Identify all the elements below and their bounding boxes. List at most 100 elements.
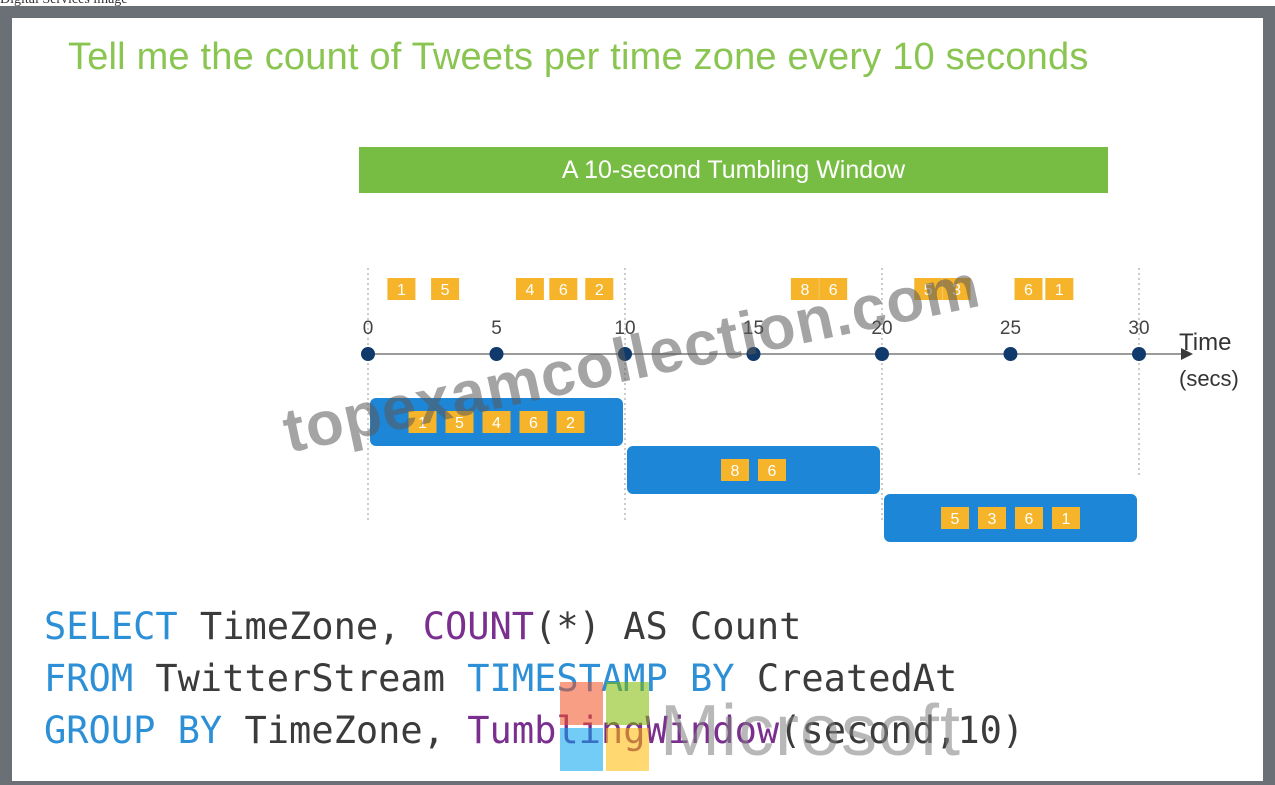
axis-title: Time (1179, 329, 1231, 356)
event-label: 1 (418, 415, 427, 432)
event-item: 8 (790, 278, 819, 300)
slide-headline: Tell me the count of Tweets per time zon… (68, 36, 1089, 78)
event-box (942, 278, 971, 300)
window-event-item: 1 (408, 411, 437, 433)
event-label: 5 (455, 415, 464, 432)
axis-tick-dot (746, 347, 761, 361)
sql-text: (second,10) (779, 709, 1025, 752)
event-item: 2 (585, 278, 614, 300)
event-label: 6 (1024, 282, 1033, 299)
event-label: 5 (441, 282, 450, 299)
event-box (1014, 278, 1043, 300)
event-label: 2 (566, 415, 575, 432)
event-label: 3 (988, 511, 997, 528)
window-event-item: 6 (519, 411, 548, 433)
window-event-item: 6 (758, 459, 786, 481)
event-box (941, 507, 969, 529)
sql-text: (*) AS Count (534, 605, 802, 648)
event-label: 8 (731, 463, 740, 480)
event-item: 1 (1045, 278, 1074, 300)
event-label: 6 (768, 463, 777, 480)
event-box (721, 459, 749, 481)
sql-line-1: SELECT TimeZone, COUNT(*) AS Count (44, 601, 801, 653)
tumbling-window-banner: A 10-second Tumbling Window (359, 147, 1108, 193)
axis-unit: (secs) (1179, 366, 1239, 391)
axis-tick-label: 5 (491, 318, 502, 339)
event-box (1045, 278, 1074, 300)
axis-tick-label: 0 (363, 318, 374, 339)
axis-tick-dot (618, 347, 632, 361)
window-result-bar (627, 446, 880, 494)
axis-tick-dot (1003, 347, 1018, 361)
axis-tick-dot (489, 347, 504, 361)
window-event-item: 4 (482, 411, 511, 433)
event-box (758, 459, 786, 481)
window-event-item: 2 (556, 411, 585, 433)
event-box (515, 278, 544, 300)
window-event-item: 5 (445, 411, 474, 433)
event-label: 2 (595, 282, 604, 299)
event-label: 8 (800, 282, 809, 299)
sql-text: TimeZone, (177, 605, 423, 648)
window-event-item: 1 (1052, 507, 1080, 529)
axis-tick-label: 15 (743, 318, 764, 339)
event-box (482, 411, 511, 433)
event-box (1015, 507, 1043, 529)
event-label: 4 (492, 415, 501, 432)
event-label: 5 (951, 511, 960, 528)
axis-tick-label: 20 (871, 318, 892, 339)
event-item: 5 (431, 278, 460, 300)
event-label: 5 (924, 282, 933, 299)
event-box (914, 278, 943, 300)
slide: Tell me the count of Tweets per time zon… (12, 18, 1263, 781)
top-strip: Digital Services image (0, 0, 1275, 8)
event-box (549, 278, 578, 300)
event-label: 1 (397, 282, 406, 299)
sql-keyword: FROM (44, 657, 134, 700)
sql-function: COUNT (422, 605, 535, 648)
event-box (519, 411, 548, 433)
sql-text: CreatedAt (734, 657, 958, 700)
window-event-item: 5 (941, 507, 969, 529)
sql-keyword: GROUP BY (44, 709, 223, 752)
event-item: 3 (942, 278, 971, 300)
event-label: 4 (525, 282, 534, 299)
event-item: 6 (819, 278, 848, 300)
sql-text: TwitterStream (133, 657, 468, 700)
axis-tick-label: 30 (1128, 318, 1149, 339)
microsoft-logo-text: Microsoft (660, 691, 962, 771)
event-box (408, 411, 437, 433)
event-item: 6 (1014, 278, 1043, 300)
event-label: 1 (1055, 282, 1064, 299)
event-label: 6 (1025, 511, 1034, 528)
event-box (445, 411, 474, 433)
axis-tick-dot (875, 347, 889, 361)
clipped-header-text: Digital Services image (0, 0, 128, 8)
event-label: 1 (1062, 511, 1071, 528)
event-item: 5 (914, 278, 943, 300)
window-result-bar (884, 494, 1137, 542)
event-box (387, 278, 416, 300)
event-item: 6 (549, 278, 578, 300)
sql-text: TimeZone, (222, 709, 468, 752)
event-box (585, 278, 614, 300)
event-item: 1 (387, 278, 416, 300)
event-box (819, 278, 848, 300)
window-event-item: 8 (721, 459, 749, 481)
event-label: 6 (529, 415, 538, 432)
event-box (1052, 507, 1080, 529)
window-event-item: 6 (1015, 507, 1043, 529)
sql-keyword: SELECT (44, 605, 178, 648)
event-box (978, 507, 1006, 529)
event-box (431, 278, 460, 300)
axis-tick-label: 10 (614, 318, 635, 339)
axis-tick-dot (361, 347, 375, 361)
microsoft-logo-icon (560, 682, 650, 772)
event-label: 6 (559, 282, 568, 299)
sql-line-2: FROM TwitterStream TIMESTAMP BY CreatedA… (44, 653, 957, 705)
window-event-item: 3 (978, 507, 1006, 529)
axis-tick-label: 25 (1000, 318, 1021, 339)
axis-tick-dot (1132, 347, 1146, 361)
